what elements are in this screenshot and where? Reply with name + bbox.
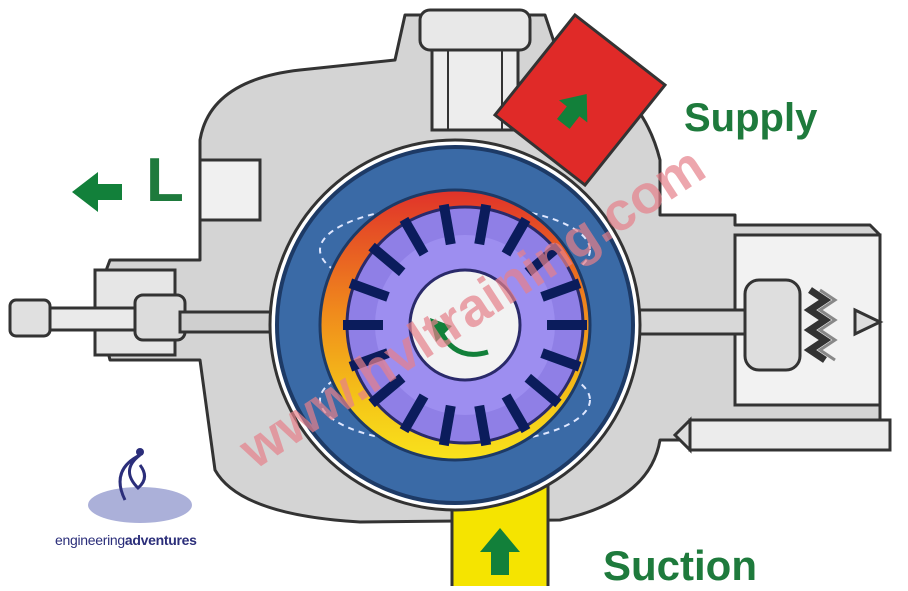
- vane: [348, 348, 390, 372]
- vane: [368, 373, 406, 408]
- leakage-label: L: [146, 146, 184, 215]
- vane: [524, 373, 562, 408]
- supply-port: [492, 12, 668, 188]
- brand-logo-text: engineeringadventures: [55, 532, 197, 548]
- brand-part2: adventures: [124, 532, 197, 548]
- vane: [501, 393, 531, 434]
- vane: [399, 393, 429, 434]
- swirl-logo-icon: [88, 448, 192, 523]
- vane: [438, 203, 456, 246]
- vane: [343, 320, 383, 330]
- vanes: [343, 203, 587, 447]
- vane: [438, 404, 456, 447]
- vane: [368, 242, 406, 277]
- brand-part1: engineering: [55, 532, 125, 548]
- vane: [540, 348, 582, 372]
- vane: [547, 320, 587, 330]
- vane: [474, 404, 492, 447]
- vane: [540, 278, 582, 302]
- vane: [524, 242, 562, 277]
- supply-arrow-icon: [556, 94, 588, 129]
- vane: [399, 216, 429, 257]
- rotation-arrow-icon: [430, 318, 489, 357]
- supply-label: Supply: [684, 96, 818, 140]
- suction-arrow-icon: [480, 528, 520, 575]
- vane: [501, 216, 531, 257]
- suction-label: Suction: [603, 542, 757, 589]
- vane: [348, 278, 390, 302]
- leakage-arrow-icon: [72, 172, 122, 212]
- vane: [474, 203, 492, 246]
